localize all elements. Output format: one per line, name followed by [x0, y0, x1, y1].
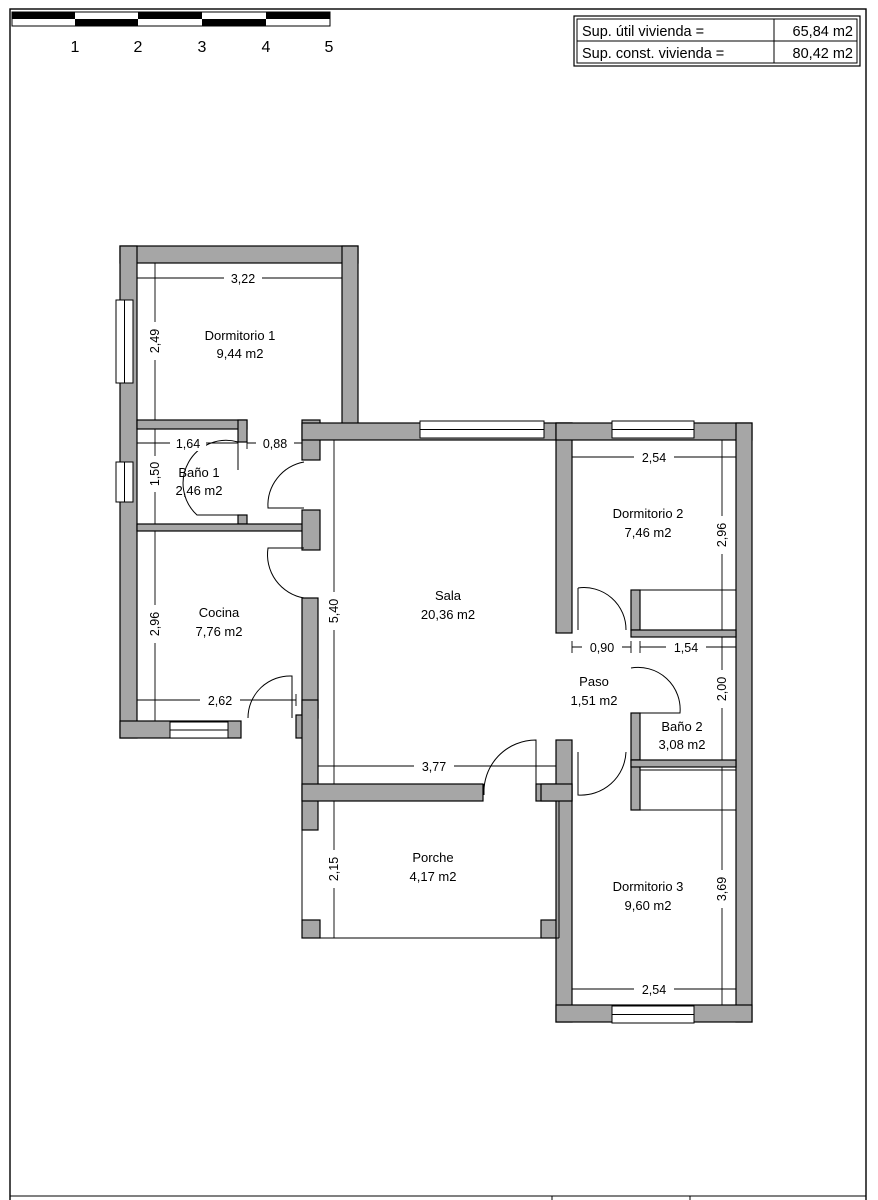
room-name-cocina: Cocina: [199, 605, 240, 620]
room-area-dormitorio-1: 9,44 m2: [217, 346, 264, 361]
scale-tick-label: 4: [262, 39, 271, 56]
room-labels: Dormitorio 1 9,44 m2 Baño 1 2,46 m2 Coci…: [176, 328, 706, 913]
dim-label: 2,54: [642, 983, 666, 997]
room-name-dormitorio-1: Dormitorio 1: [205, 328, 276, 343]
dim-label: 2,00: [715, 677, 729, 701]
room-area-cocina: 7,76 m2: [196, 624, 243, 639]
scale-tick-label: 1: [71, 39, 80, 56]
room-name-dormitorio-2: Dormitorio 2: [613, 506, 684, 521]
room-name-porche: Porche: [412, 850, 453, 865]
room-area-bano-1: 2,46 m2: [176, 483, 223, 498]
dim-label: 2,96: [715, 523, 729, 547]
dim-label: 1,64: [176, 437, 200, 451]
built-area-label: Sup. const. vivienda =: [582, 46, 724, 62]
scale-tick-label: 3: [198, 39, 207, 56]
dim-label: 0,90: [590, 641, 614, 655]
dim-label: 2,54: [642, 451, 666, 465]
room-area-porche: 4,17 m2: [410, 869, 457, 884]
room-area-paso: 1,51 m2: [571, 693, 618, 708]
useful-area-label: Sup. útil vivienda =: [582, 24, 704, 40]
surface-summary-table: Sup. útil vivienda = 65,84 m2 Sup. const…: [573, 15, 861, 67]
closets: [639, 589, 737, 811]
room-area-dormitorio-2: 7,46 m2: [625, 525, 672, 540]
room-area-dormitorio-3: 9,60 m2: [625, 898, 672, 913]
dim-label: 3,69: [715, 877, 729, 901]
useful-area-value: 65,84 m2: [793, 24, 853, 40]
dim-label: 2,15: [327, 857, 341, 881]
dim-label: 2,49: [148, 329, 162, 353]
dim-label: 5,40: [327, 599, 341, 623]
dim-label: 3,77: [422, 760, 446, 774]
room-area-sala: 20,36 m2: [421, 607, 475, 622]
scale-tick-label: 2: [134, 39, 143, 56]
dim-label: 0,88: [263, 437, 287, 451]
room-area-bano-2: 3,08 m2: [659, 737, 706, 752]
dim-label: 2,96: [148, 612, 162, 636]
room-name-paso: Paso: [579, 674, 609, 689]
room-name-sala: Sala: [435, 588, 462, 603]
dimension-labels: 3,22 2,49 1,64 0,88 1,50 2,96 2,62 5,40 …: [147, 270, 730, 997]
dim-label: 1,54: [674, 641, 698, 655]
room-name-bano-1: Baño 1: [178, 465, 219, 480]
built-area-value: 80,42 m2: [793, 46, 853, 62]
doors: [182, 439, 681, 796]
room-name-bano-2: Baño 2: [661, 719, 702, 734]
scale-tick-label: 5: [325, 39, 334, 56]
room-name-dormitorio-3: Dormitorio 3: [613, 879, 684, 894]
dim-label: 2,62: [208, 694, 232, 708]
scale-bar: 1 2 3 4 5: [11, 11, 334, 56]
windows: [115, 299, 695, 1024]
dim-label: 1,50: [148, 462, 162, 486]
sheet-border: [9, 8, 867, 1200]
dim-label: 3,22: [231, 272, 255, 286]
porch-outline: [301, 801, 560, 939]
